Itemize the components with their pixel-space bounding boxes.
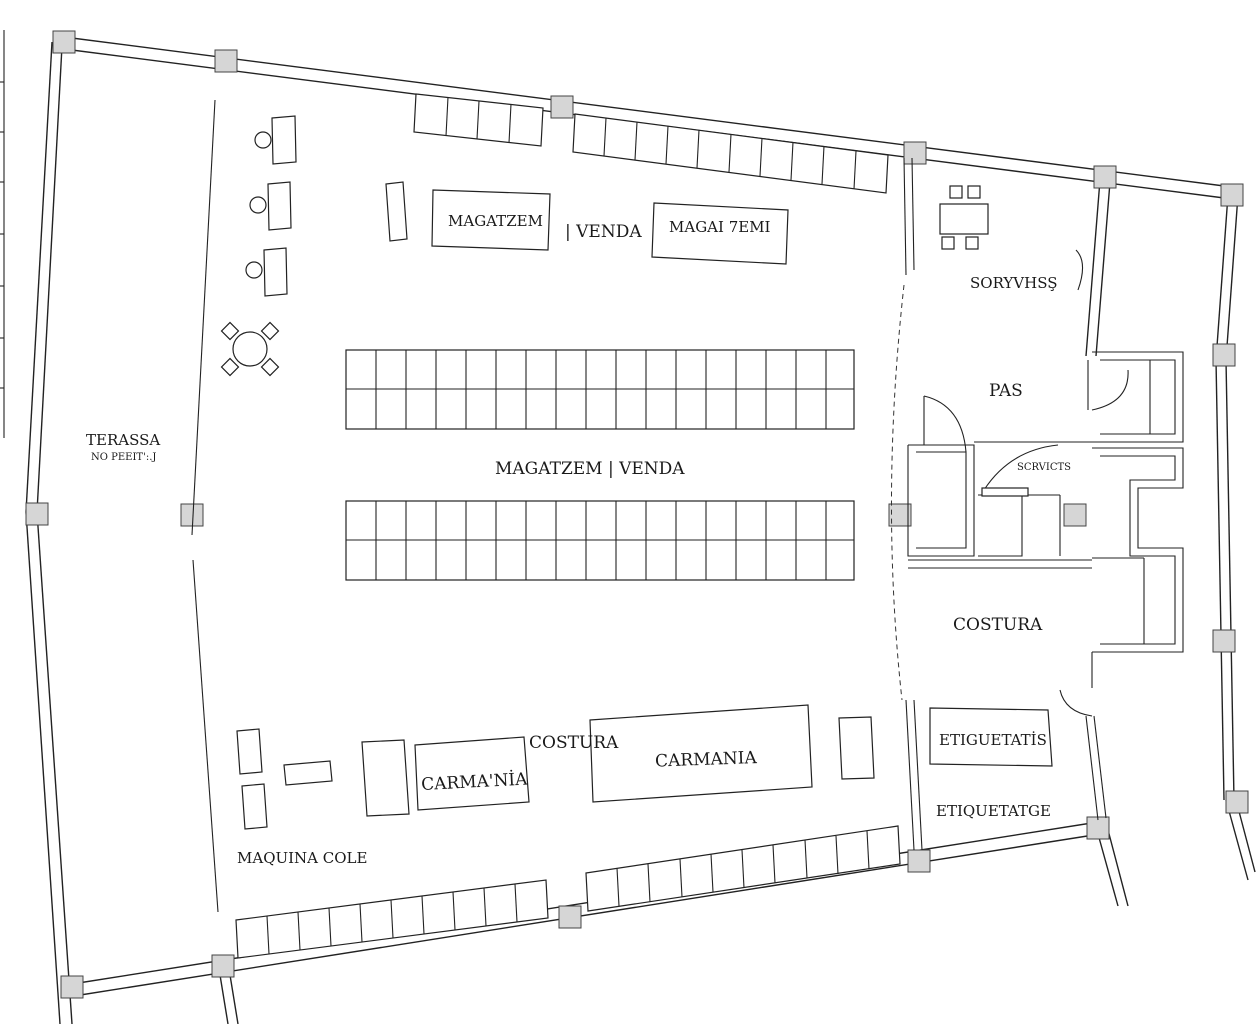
upper-tables [385, 181, 789, 265]
bottom-shelving-left [235, 879, 549, 959]
label-magatzem-venda: MAGATZEM | VENDA [495, 459, 685, 479]
label-magatzem-top: MAGATZEM [448, 212, 543, 230]
label-venda-top: | VENDA [565, 222, 642, 242]
label-costura-right: COSTURA [953, 615, 1043, 635]
label-pas: PAS [989, 381, 1023, 401]
terrace-desks [245, 115, 297, 297]
outer-walls [25, 36, 1256, 1024]
top-shelving-right [572, 113, 889, 194]
columns [25, 30, 1249, 999]
label-carmania-large: CARMANIA [655, 748, 758, 772]
bottom-shelving-right [585, 825, 901, 912]
terrace-divider [191, 99, 219, 913]
label-costura-bottom: COSTURA [529, 733, 619, 753]
right-partitions [890, 157, 1184, 851]
left-edge-frame [0, 30, 5, 438]
round-table [220, 321, 280, 377]
label-etiquetatge: ETIQUETATGE [936, 802, 1051, 820]
label-terassa: TERASSA [86, 431, 160, 449]
top-shelving-left [413, 93, 544, 147]
label-scrvicts: SCRVICTS [1017, 462, 1071, 473]
workshop-furniture [236, 704, 875, 830]
label-magai-top: MAGAI 7EMI [669, 218, 771, 236]
central-shelving-lower [345, 500, 855, 581]
label-terassa-sub: NO PEEIT':.J [91, 452, 156, 463]
label-etiquetatis: ETIGUETATİS [939, 731, 1047, 749]
label-soryvhss: SORYVHSŞ [970, 274, 1058, 292]
office-table [939, 185, 989, 250]
central-shelving-upper [345, 349, 855, 430]
label-maquina: MAQUINA COLE [237, 849, 367, 867]
labeling-desk [929, 707, 1053, 767]
